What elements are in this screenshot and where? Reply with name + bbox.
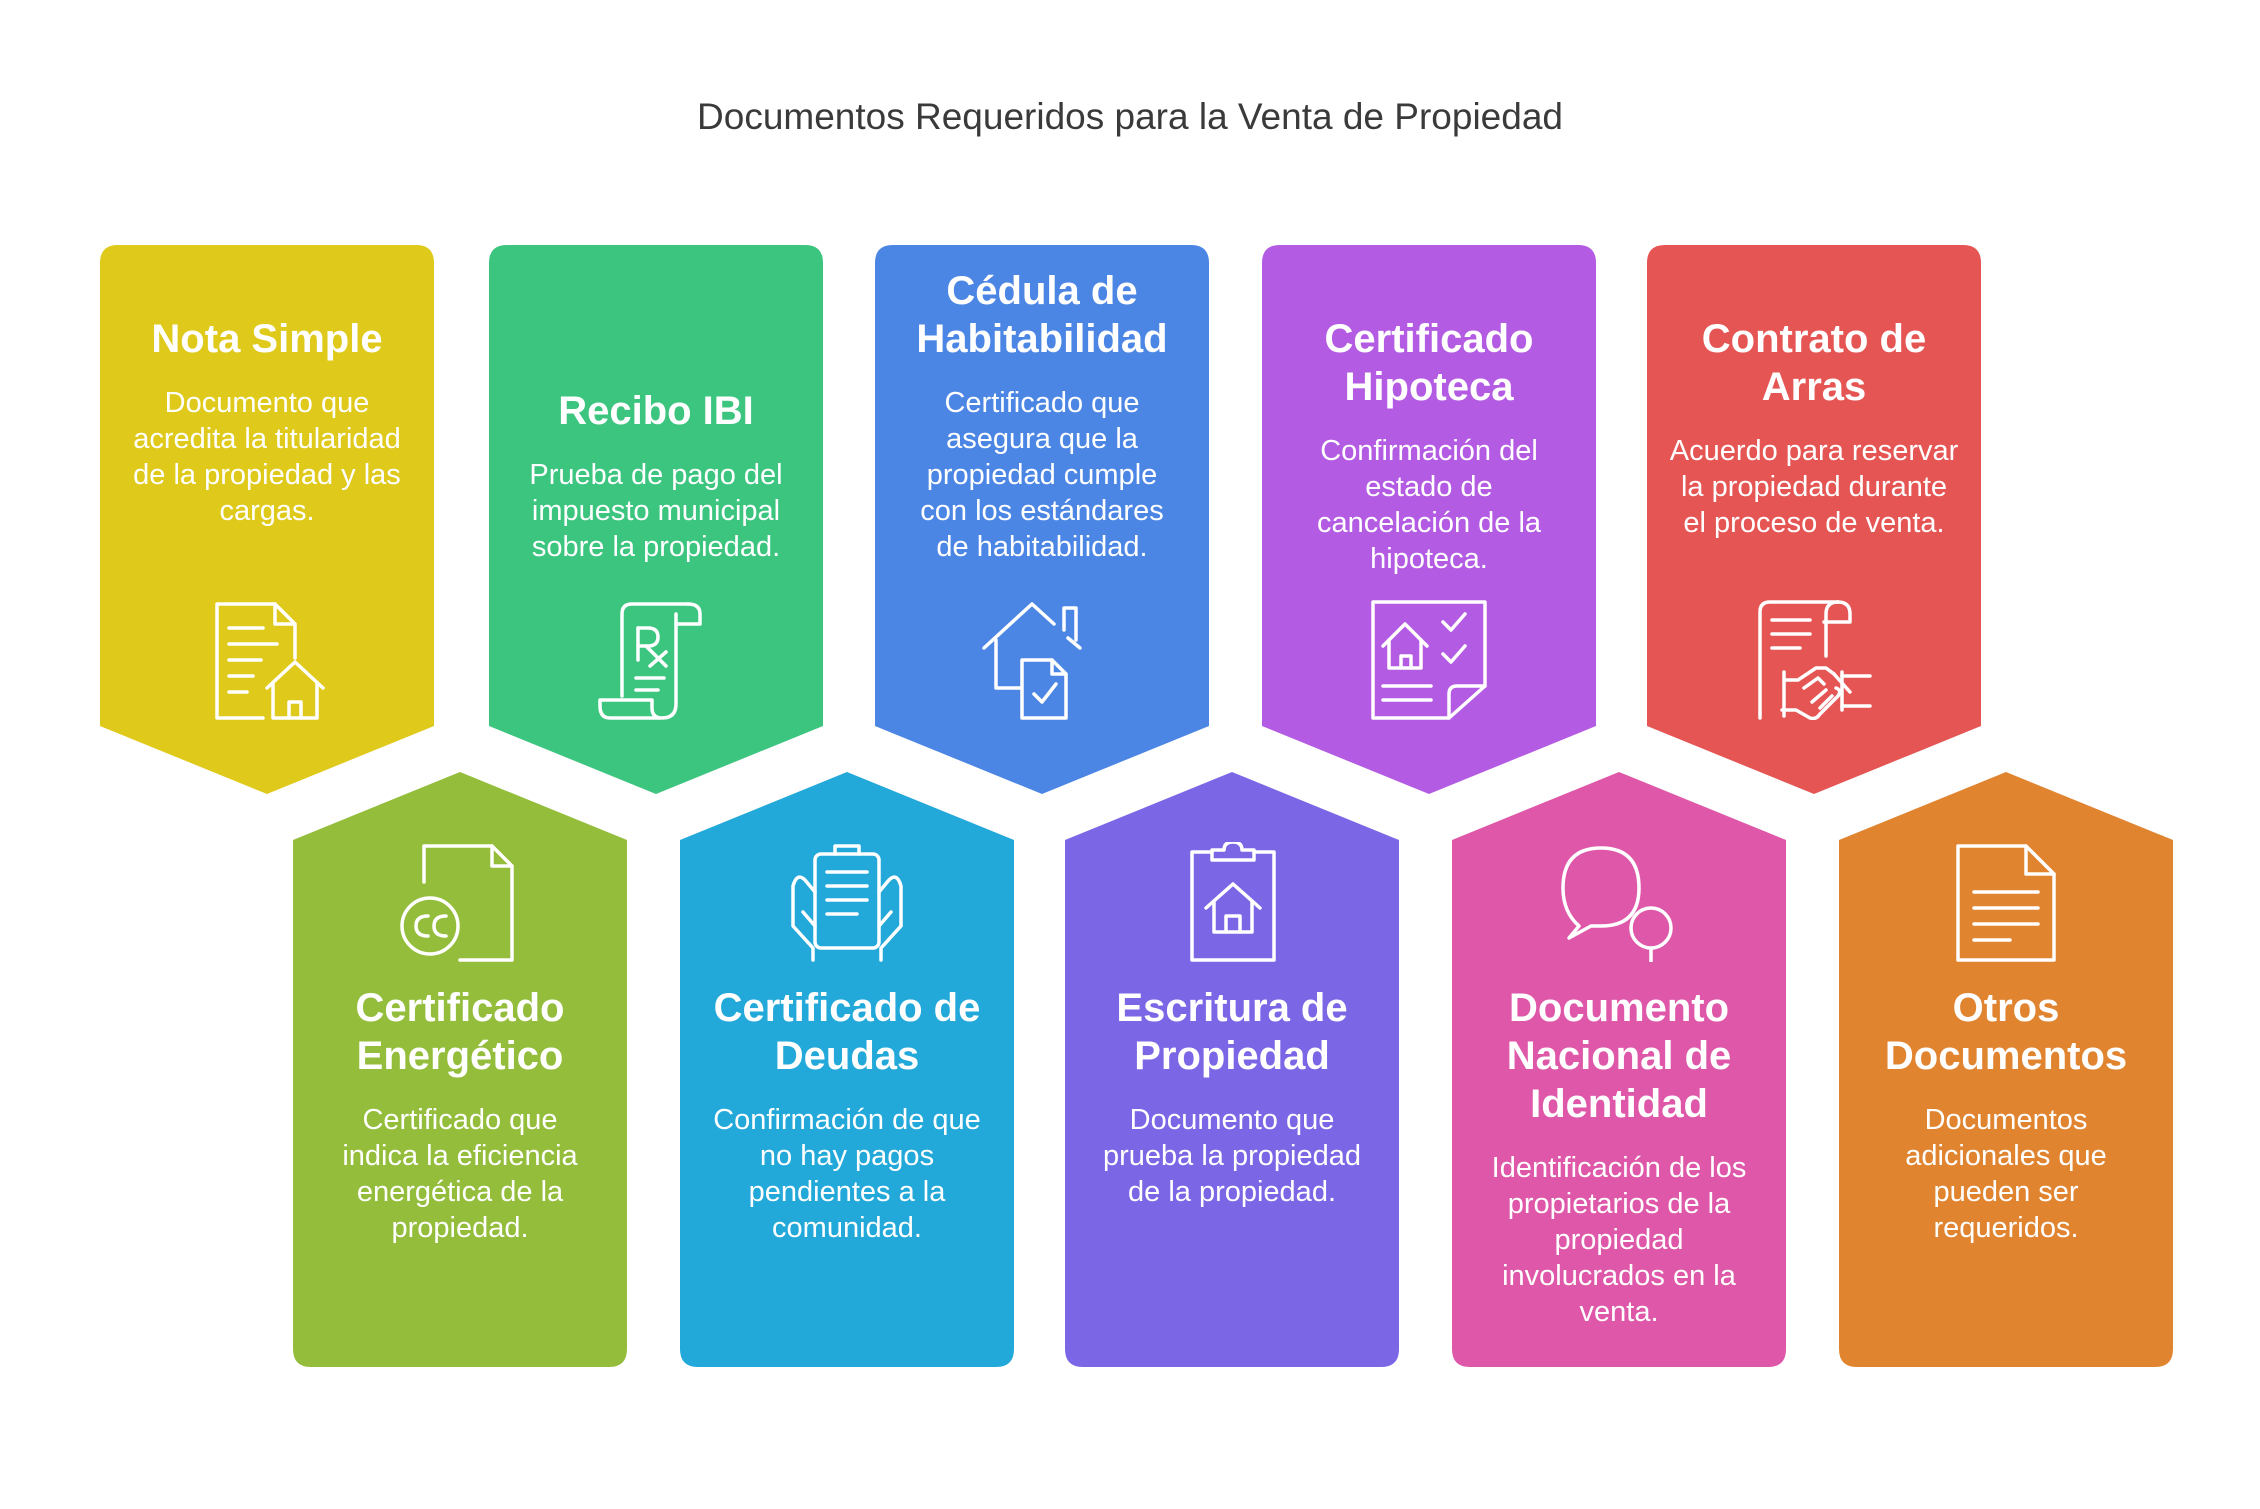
speech-bubbles-icon xyxy=(1559,842,1679,964)
certificate-cc-icon xyxy=(400,842,520,962)
card-background xyxy=(100,245,434,794)
card-title: Recibo IBI xyxy=(558,389,754,433)
card-escritura-propiedad: Escritura de Propiedad Documento que pru… xyxy=(1065,772,1399,1367)
card-background xyxy=(1839,772,2173,1367)
card-cedula-habitabilidad: Cédula de Habitabilidad Certificado que … xyxy=(875,245,1209,794)
card-description: Documentos adicionales que pueden ser re… xyxy=(1905,1104,2107,1244)
card-description: Identificación de los propietarios de la… xyxy=(1491,1152,1747,1328)
document-house-icon xyxy=(207,600,327,720)
document-lines-icon xyxy=(1946,842,2066,962)
card-background xyxy=(1262,245,1596,794)
card-title: Escritura de Propiedad xyxy=(1116,986,1348,1078)
card-certificado-hipoteca: Certificado Hipoteca Confirmación del es… xyxy=(1262,245,1596,794)
card-description: Documento que prueba la propiedad de la … xyxy=(1103,1104,1361,1208)
card-contrato-arras: Contrato de Arras Acuerdo para reservar … xyxy=(1647,245,1981,794)
card-background xyxy=(1647,245,1981,794)
card-description: Certificado que indica la eficiencia ene… xyxy=(342,1104,578,1244)
card-certificado-deudas: Certificado de Deudas Confirmación de qu… xyxy=(680,772,1014,1367)
card-title: Certificado de Deudas xyxy=(713,986,981,1078)
card-description: Prueba de pago del impuesto municipal so… xyxy=(529,459,783,563)
card-description: Confirmación de que no hay pagos pendien… xyxy=(713,1104,981,1244)
contract-handshake-icon xyxy=(1754,600,1874,721)
card-description: Certificado que asegura que la propiedad… xyxy=(920,387,1164,563)
card-certificado-energetico: Certificado Energético Certificado que i… xyxy=(293,772,627,1367)
card-nota-simple: Nota Simple Documento que acredita la ti… xyxy=(100,245,434,794)
card-description: Acuerdo para reservar la propiedad duran… xyxy=(1669,435,1959,539)
card-background xyxy=(875,245,1209,794)
house-checked-document-icon xyxy=(982,600,1102,720)
card-title: Cédula de Habitabilidad xyxy=(916,269,1168,361)
card-title: Documento Nacional de Identidad xyxy=(1506,986,1732,1126)
house-checklist-icon xyxy=(1369,600,1489,720)
card-documento-nacional-identidad: Documento Nacional de Identidad Identifi… xyxy=(1452,772,1786,1367)
card-background xyxy=(489,245,823,794)
page-title: Documentos Requeridos para la Venta de P… xyxy=(697,96,1563,137)
card-background xyxy=(293,772,627,1367)
card-title: Certificado Hipoteca xyxy=(1324,317,1534,409)
card-title: Contrato de Arras xyxy=(1701,317,1927,409)
card-background xyxy=(680,772,1014,1367)
card-description: Confirmación del estado de cancelación d… xyxy=(1316,435,1542,575)
hands-clipboard-icon xyxy=(787,842,907,962)
card-otros-documentos: Otros Documentos Documentos adicionales … xyxy=(1839,772,2173,1367)
card-title: Nota Simple xyxy=(151,317,383,361)
card-background xyxy=(1452,772,1786,1367)
card-title: Certificado Energético xyxy=(355,986,565,1078)
card-description: Documento que acredita la titularidad de… xyxy=(133,387,401,527)
card-title: Otros Documentos xyxy=(1884,986,2128,1078)
prescription-scroll-icon xyxy=(596,600,716,720)
clipboard-house-icon xyxy=(1172,840,1292,962)
card-background xyxy=(1065,772,1399,1367)
card-recibo-ibi: Recibo IBI Prueba de pago del impuesto m… xyxy=(489,245,823,794)
